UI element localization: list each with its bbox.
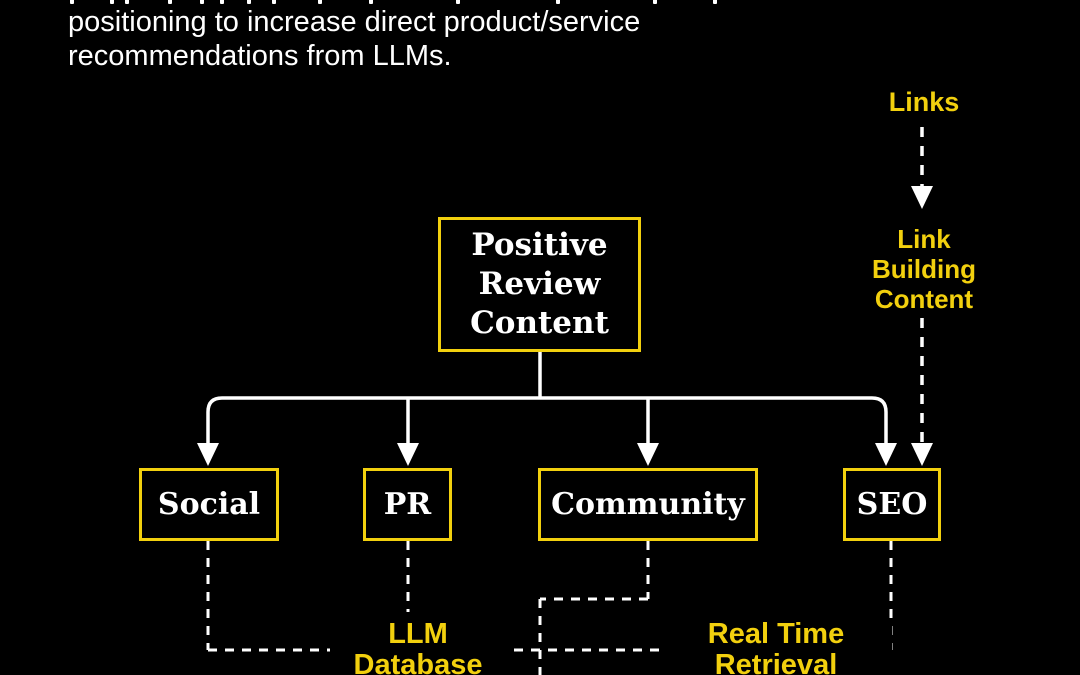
arrowhead-linkbuilding-icon: [911, 186, 933, 209]
seo-box: SEO: [843, 468, 941, 541]
intro-line-2: recommendations from LLMs.: [68, 40, 452, 72]
tree-horizontal-line: [206, 396, 888, 444]
arrowhead-seo-dashed-icon: [911, 443, 933, 466]
dashed-flow-arrowheads: [911, 186, 933, 466]
root-label-line-1: Positive: [471, 227, 608, 263]
solid-tree-lines: [206, 350, 888, 444]
clipped-text-remnant-dot: [369, 0, 373, 4]
clipped-text-remnant-dot: [247, 0, 251, 4]
root-label-line-3: Content: [470, 305, 609, 341]
intro-paragraph: positioning to increase direct product/s…: [68, 5, 640, 73]
arrowhead-pr-icon: [397, 443, 419, 466]
clipped-text-remnant-dot: [713, 0, 717, 4]
link-building-line-3: Content: [874, 284, 974, 314]
root-box-label: Positive Review Content: [470, 226, 609, 343]
real-time-line-2: Retrieval: [714, 649, 838, 675]
clipped-text-remnant-dot: [200, 0, 204, 4]
llm-database-line-2: Database: [353, 649, 483, 675]
solid-arrowheads: [197, 443, 897, 466]
clipped-text-remnant-dot: [318, 0, 322, 4]
link-building-line-2: Building: [872, 254, 976, 284]
clipped-text-remnant-dot: [220, 0, 224, 4]
llm-database-line-1: LLM: [388, 618, 448, 650]
seo-box-label: SEO: [856, 487, 928, 522]
clipped-text-remnant-dot: [456, 0, 460, 4]
positive-review-content-box: Positive Review Content: [438, 217, 641, 352]
link-building-content-label: Link Building Content: [854, 224, 994, 314]
arrowhead-seo-icon: [875, 443, 897, 466]
community-box-label: Community: [551, 487, 745, 522]
social-box: Social: [139, 468, 279, 541]
clipped-text-remnant-dot: [70, 0, 74, 4]
clipped-text-remnant-dot: [556, 0, 560, 4]
clipped-text-remnant-dot: [125, 0, 129, 4]
clipped-text-remnant-dot: [653, 0, 657, 4]
social-box-label: Social: [157, 487, 261, 522]
root-label-line-2: Review: [478, 266, 601, 302]
links-label: Links: [888, 87, 960, 117]
link-building-line-1: Link: [897, 224, 951, 254]
clipped-text-remnant-dot: [168, 0, 172, 4]
clipped-text-remnants: [0, 0, 1080, 8]
arrowhead-community-icon: [637, 443, 659, 466]
real-time-line-1: Real Time: [707, 618, 845, 650]
arrowhead-social-icon: [197, 443, 219, 466]
intro-line-1: positioning to increase direct product/s…: [68, 6, 641, 38]
pr-box: PR: [363, 468, 452, 541]
clipped-text-remnant-dot: [272, 0, 276, 4]
pr-box-label: PR: [383, 487, 432, 522]
clipped-text-remnant-dot: [110, 0, 114, 4]
llm-database-label: LLM Database: [330, 619, 506, 675]
community-box: Community: [538, 468, 758, 541]
real-time-retrieval-label: Real Time Retrieval: [660, 619, 892, 675]
